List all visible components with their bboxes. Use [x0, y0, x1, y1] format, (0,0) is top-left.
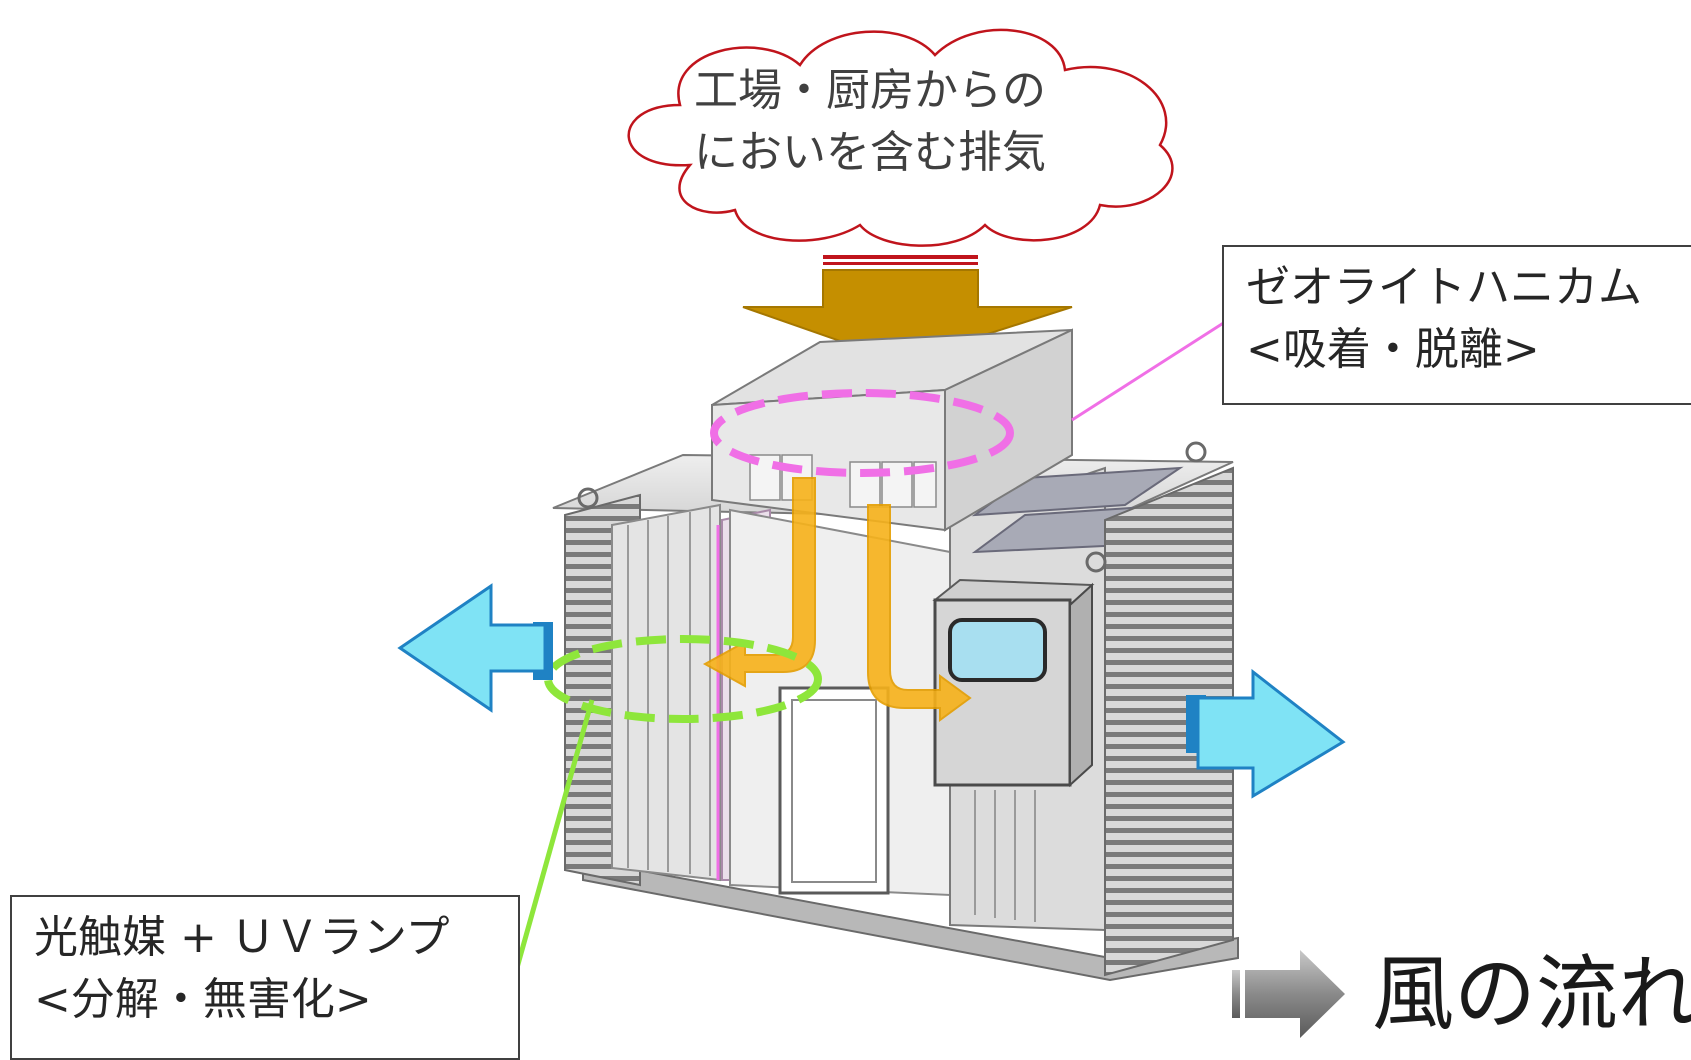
legend-label: 風の流れ	[1372, 947, 1691, 1042]
right-lower-slats	[974, 790, 1036, 922]
zeolite-callout-line1: ゼオライトハニカム	[1246, 262, 1642, 313]
deodorizer-unit	[552, 328, 1239, 982]
photocatalyst-marker	[512, 635, 822, 976]
legend-arrow-icon	[1232, 950, 1345, 1038]
control-panel	[932, 578, 1095, 788]
zeolite-marker	[710, 320, 1226, 477]
cloud-label-line1: 工場・厨房からの	[694, 65, 1046, 116]
lifting-eyes	[577, 441, 1207, 573]
exhaust-arrow-right	[1186, 668, 1346, 799]
photocatalyst-callout: 光触媒 + ＵＶランプ <分解・無害化>	[10, 895, 520, 1060]
zeolite-callout-line2: <吸着・脱離>	[1246, 324, 1540, 375]
cloud-label: 工場・厨房からの においを含む排気	[660, 60, 1080, 184]
left-panel-slats	[627, 508, 711, 876]
cloud-label-line2: においを含む排気	[694, 127, 1046, 178]
exhaust-arrow-left	[397, 583, 553, 713]
photocatalyst-callout-line2: <分解・無害化>	[34, 974, 372, 1025]
zeolite-callout: ゼオライトハニカム <吸着・脱離>	[1222, 245, 1691, 405]
internal-flow-arrows	[702, 477, 972, 722]
photocatalyst-callout-line1: 光触媒 + ＵＶランプ	[34, 912, 450, 963]
exhaust-cloud	[627, 28, 1174, 247]
